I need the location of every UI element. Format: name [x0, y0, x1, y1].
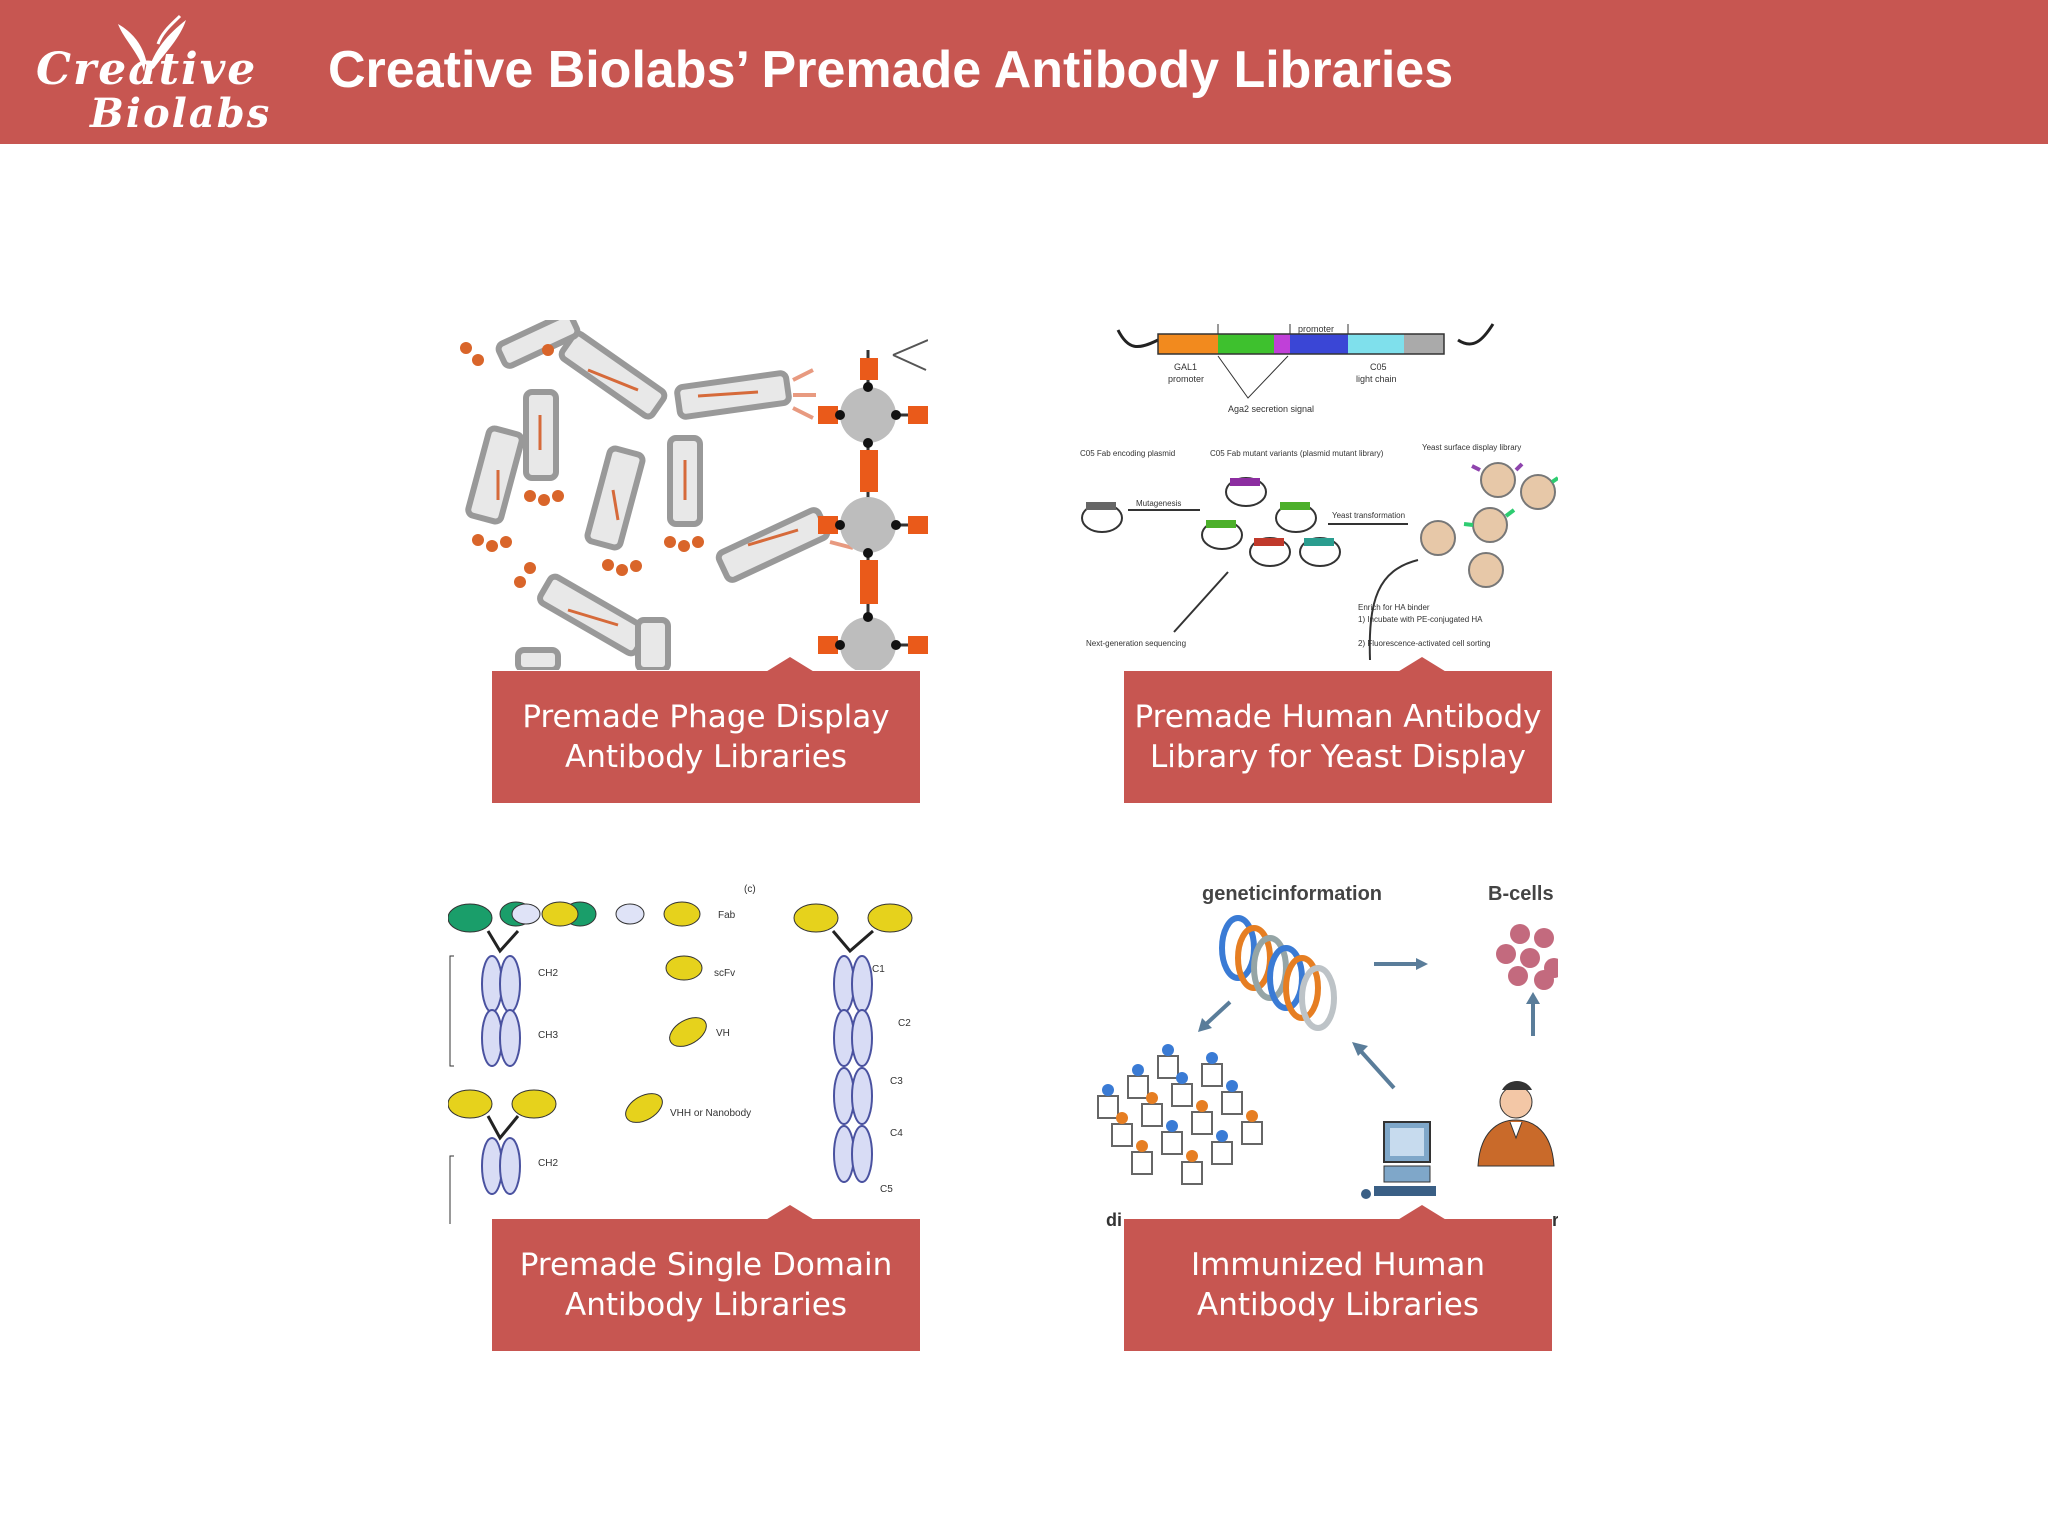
genetic-information-text: geneticinformation: [1202, 883, 1382, 905]
scfv-text: scFv: [714, 968, 735, 979]
label-pointer: [764, 657, 816, 673]
card-single-domain-label[interactable]: Premade Single Domain Antibody Libraries: [492, 1219, 920, 1351]
card-yeast-display-label[interactable]: Premade Human Antibody Library for Yeast…: [1124, 671, 1552, 803]
label-pointer: [764, 1205, 816, 1221]
ch3-text: CH3: [538, 1030, 558, 1041]
plasmid-text: C05 Fab encoding plasmid: [1080, 449, 1175, 458]
card-label-line1: Immunized Human: [1190, 1247, 1486, 1283]
c05-text: C05: [1370, 362, 1387, 372]
r-text: r: [1552, 1210, 1558, 1226]
promoter-text: promoter: [1298, 324, 1334, 334]
card-label-line2: Antibody Libraries: [564, 739, 848, 775]
b-cells-text: B-cells: [1488, 883, 1554, 905]
card-label-line1: Premade Phage Display: [522, 699, 890, 735]
card-label-line2: Library for Yeast Display: [1149, 739, 1527, 775]
logo-text-biolabs: Biolabs: [90, 90, 272, 137]
aga2-text: Aga2 secretion signal: [1228, 404, 1314, 414]
card-label-line1: Premade Single Domain: [519, 1247, 893, 1283]
step1-text: 1) Incubate with PE-conjugated HA: [1358, 615, 1483, 624]
gal1-text: GAL1: [1174, 362, 1197, 372]
card-label-line2: Antibody Libraries: [564, 1287, 848, 1323]
card-label-line2: Antibody Libraries: [1196, 1287, 1480, 1323]
immunized-human-image[interactable]: geneticinformation B-cells: [1078, 876, 1558, 1226]
yeast-display-diagram: promoter GAL1 promoter C05 light chain A…: [1080, 323, 1558, 661]
phage-display-diagram: [460, 320, 928, 670]
vhh-text: VHH or Nanobody: [670, 1108, 751, 1119]
page-title: Creative Biolabs’ Premade Antibody Libra…: [328, 41, 1454, 99]
vh-text: VH: [716, 1028, 730, 1039]
ch2-lower-text: CH2: [538, 1158, 558, 1169]
c1-text: C1: [872, 964, 885, 975]
card-phage-display-label[interactable]: Premade Phage Display Antibody Libraries: [492, 671, 920, 803]
phage-display-image[interactable]: [448, 320, 928, 670]
panel-c-text: (c): [744, 884, 756, 895]
sprout-icon: [118, 14, 186, 72]
immunized-human-diagram: geneticinformation B-cells: [1097, 883, 1558, 1226]
label-pointer: [1396, 1205, 1448, 1221]
mutagenesis-text: Mutagenesis: [1136, 499, 1181, 508]
single-domain-antibody-diagram: (c) Fab CH2 CH3 scFv VH VHH or Nanobody …: [448, 884, 913, 1224]
gal1-sub-text: promoter: [1168, 374, 1204, 384]
di-text: di: [1106, 1210, 1122, 1226]
c2-text: C2: [898, 1018, 911, 1029]
creative-biolabs-logo[interactable]: Creative Biolabs: [34, 14, 274, 137]
single-domain-image[interactable]: (c) Fab CH2 CH3 scFv VH VHH or Nanobody …: [448, 876, 928, 1226]
yeast-display-image[interactable]: promoter GAL1 promoter C05 light chain A…: [1078, 320, 1558, 670]
card-immunized-human-label[interactable]: Immunized Human Antibody Libraries: [1124, 1219, 1552, 1351]
fab-text: Fab: [718, 910, 736, 921]
c05-sub-text: light chain: [1356, 374, 1397, 384]
c5-text: C5: [880, 1184, 893, 1195]
step2-text: 2) Fluorescence-activated cell sorting: [1358, 639, 1491, 648]
header-bar: Creative Biolabs Creative Biolabs’ Prema…: [0, 0, 2048, 144]
ch2-text: CH2: [538, 968, 558, 979]
surface-text: Yeast surface display library: [1422, 443, 1521, 452]
logo-text-creative: Creative: [36, 44, 258, 95]
card-label-line1: Premade Human Antibody: [1134, 699, 1542, 735]
enrich-text: Enrich for HA binder: [1358, 603, 1430, 612]
c4-text: C4: [890, 1128, 903, 1139]
label-pointer: [1396, 657, 1448, 673]
variants-text: C05 Fab mutant variants (plasmid mutant …: [1210, 449, 1384, 458]
transformation-text: Yeast transformation: [1332, 511, 1405, 520]
c3-text: C3: [890, 1076, 903, 1087]
ngs-text: Next-generation sequencing: [1086, 639, 1186, 648]
